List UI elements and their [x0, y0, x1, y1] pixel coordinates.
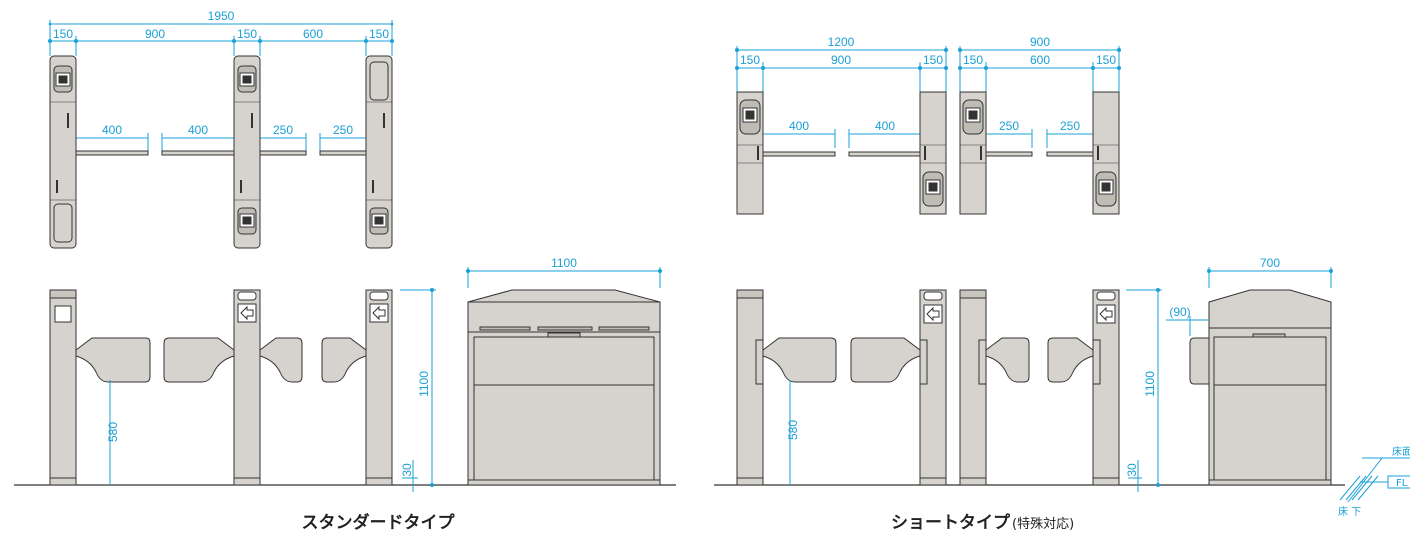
short-plan-units [736, 91, 1120, 215]
standard-seg-2: 900 [145, 27, 165, 41]
short-elevation-dims [789, 288, 1162, 492]
short-total-height: 1100 [1143, 371, 1157, 397]
short-side-offset: (90) [1169, 305, 1190, 319]
short-plan-view-a [735, 46, 948, 148]
standard-plan-view [48, 20, 394, 152]
short-b-flap-1: 250 [999, 119, 1019, 133]
standard-plan-units [49, 55, 393, 249]
floor-face-label: 床面 [1392, 445, 1410, 458]
standard-seg-5: 150 [369, 27, 389, 41]
short-a-seg-3: 150 [923, 53, 943, 67]
standard-flap-height: 580 [106, 422, 120, 442]
short-a-seg-2: 900 [831, 53, 851, 67]
short-b-total: 900 [1030, 35, 1050, 49]
short-a-flap-2: 400 [875, 119, 895, 133]
standard-flap-2: 400 [188, 123, 208, 137]
short-side-view [1189, 289, 1332, 486]
standard-elevation-dims [109, 288, 436, 492]
short-flap-height: 580 [786, 420, 800, 440]
standard-seg-3: 150 [237, 27, 257, 41]
short-a-flap-1: 400 [789, 119, 809, 133]
short-plan-view-b [958, 46, 1121, 148]
short-a-seg-1: 150 [740, 53, 760, 67]
standard-seg-4: 600 [303, 27, 323, 41]
standard-seg-1: 150 [53, 27, 73, 41]
fl-label: FL [1396, 478, 1408, 489]
standard-side-width: 1100 [551, 256, 577, 270]
floor-detail [1339, 457, 1410, 503]
standard-flap-4: 250 [333, 123, 353, 137]
standard-elevation-view [14, 289, 676, 486]
standard-total-height: 1100 [417, 371, 431, 397]
standard-base-height: 30 [400, 463, 414, 477]
short-b-flap-2: 250 [1060, 119, 1080, 133]
short-side-width: 700 [1260, 256, 1280, 270]
short-caption-note: (特殊対応) [1012, 517, 1074, 532]
short-side-dims [1166, 267, 1333, 336]
standard-total-width: 1950 [208, 9, 235, 23]
standard-flap-1: 400 [102, 123, 122, 137]
short-b-seg-3: 150 [1096, 53, 1116, 67]
standard-caption: スタンダードタイプ [302, 512, 456, 533]
short-b-seg-2: 600 [1030, 53, 1050, 67]
short-a-total: 1200 [828, 35, 855, 49]
short-base-height: 30 [1125, 463, 1139, 477]
standard-side-dims [466, 267, 662, 288]
standard-flap-3: 250 [273, 123, 293, 137]
short-b-seg-1: 150 [963, 53, 983, 67]
short-caption: ショートタイプ [891, 512, 1011, 533]
short-elevation-view [714, 289, 1345, 486]
under-floor-label: 床 下 [1338, 505, 1361, 518]
standard-side-view [467, 289, 661, 486]
